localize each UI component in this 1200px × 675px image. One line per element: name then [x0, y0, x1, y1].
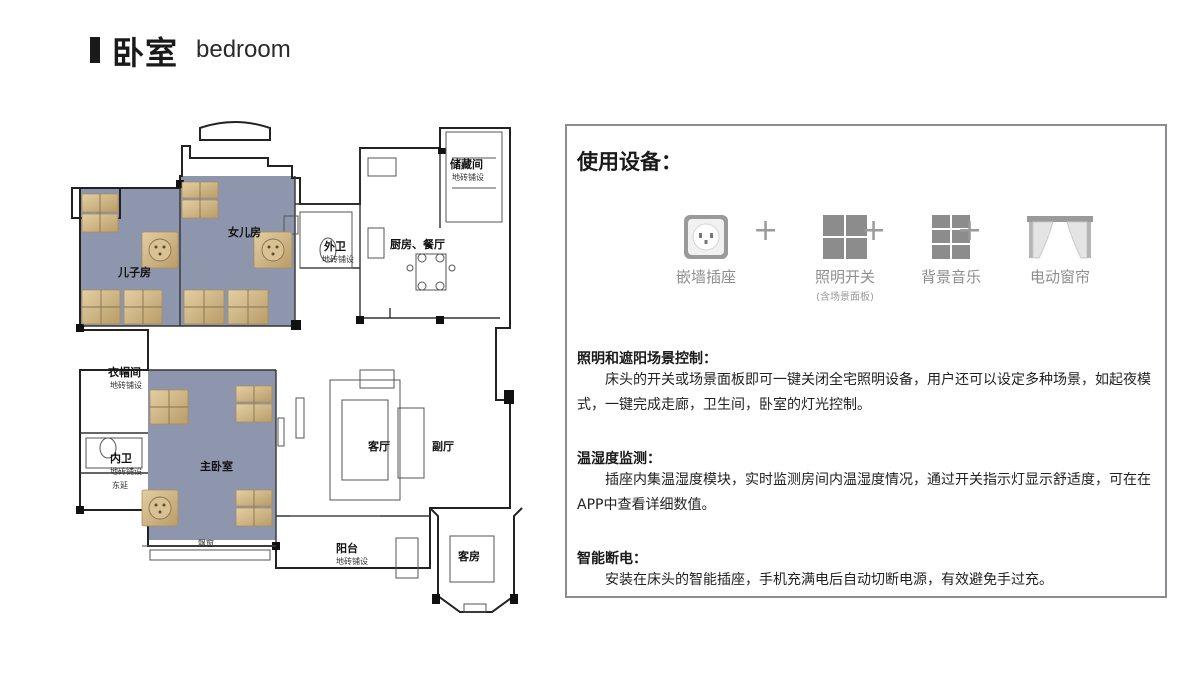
plus-icon: +	[957, 213, 983, 248]
plus-icon: +	[861, 213, 887, 248]
section-title-power-cut: 智能断电：	[577, 551, 647, 567]
room-label-inner-bath: 内卫	[110, 451, 132, 465]
room-label-bay-south: 飘窗	[198, 538, 214, 548]
music-panel-icon	[928, 214, 974, 260]
section-body-power-cut: 安装在床头的智能插座，手机充满电后自动切断电源，有效避免手过充。	[605, 572, 1053, 588]
section-title-humidity: 温湿度监测：	[577, 451, 661, 467]
room-label-storage: 储藏间	[450, 157, 483, 171]
floor-note-balcony: 地砖铺设	[336, 556, 368, 566]
room-label-side-hall: 副厅	[432, 439, 454, 453]
device-label: 照明开关	[814, 268, 875, 286]
light-switch-icon	[822, 214, 868, 260]
room-label-guest: 客房	[457, 549, 480, 563]
room-label-daughter: 女儿房	[228, 225, 261, 239]
socket-icon	[683, 214, 729, 260]
device-curtain: 电动窗帘	[1005, 214, 1115, 287]
floor-plan: 女儿房 儿子房 外卫 厨房、餐厅 储藏间 衣帽间 主卧室 内卫 客厅 副厅 阳台…	[71, 121, 523, 613]
title-marker	[90, 37, 100, 63]
page-title: 卧室	[112, 34, 179, 72]
page-subtitle: bedroom	[196, 36, 291, 63]
section-body-humidity: 插座内集温湿度模块，实时监测房间内温湿度情况，通过开关指示灯显示舒适度，可在在A…	[577, 472, 1151, 513]
room-label-wardrobe: 衣帽间	[108, 365, 141, 379]
section-body-lighting: 床头的开关或场景面板即可一键关闭全宅照明设备，用户还可以设定多种场景，如起夜模式…	[577, 372, 1151, 413]
room-label-son: 儿子房	[117, 265, 151, 279]
plus-icon: +	[753, 213, 779, 248]
room-label-living: 客厅	[367, 439, 390, 453]
device-socket: 嵌墙插座	[651, 214, 761, 287]
room-label-master: 主卧室	[200, 459, 233, 473]
device-label: 电动窗帘	[1029, 268, 1090, 286]
floor-note-wardrobe: 地砖铺设	[110, 380, 142, 390]
device-music-panel: 背景音乐	[896, 214, 1006, 287]
room-label-kitchen: 厨房、餐厅	[390, 237, 445, 251]
floor-note-outer-bath: 地砖铺设	[322, 254, 354, 264]
device-sublabel: (含场景面板)	[816, 292, 874, 303]
device-list: 嵌墙插座 + 照明开关 (含场景面板) +	[567, 214, 1165, 304]
floor-note-storage: 地砖铺设	[452, 172, 484, 182]
room-label-outer-bath: 外卫	[323, 239, 346, 253]
device-light-switch: 照明开关 (含场景面板)	[790, 214, 900, 303]
device-label: 背景音乐	[920, 268, 981, 286]
section-title-lighting: 照明和遮阳场景控制：	[577, 351, 717, 367]
panel-heading: 使用设备：	[577, 150, 682, 174]
room-label-balcony: 阳台	[336, 541, 358, 555]
device-info-panel: 使用设备： 嵌墙插座 +	[565, 124, 1167, 598]
room-label-bay-east: 东延	[112, 480, 128, 490]
floor-note-inner-bath: 地砖铺设	[110, 466, 142, 476]
curtain-icon	[1025, 214, 1095, 260]
device-label: 嵌墙插座	[675, 268, 736, 286]
